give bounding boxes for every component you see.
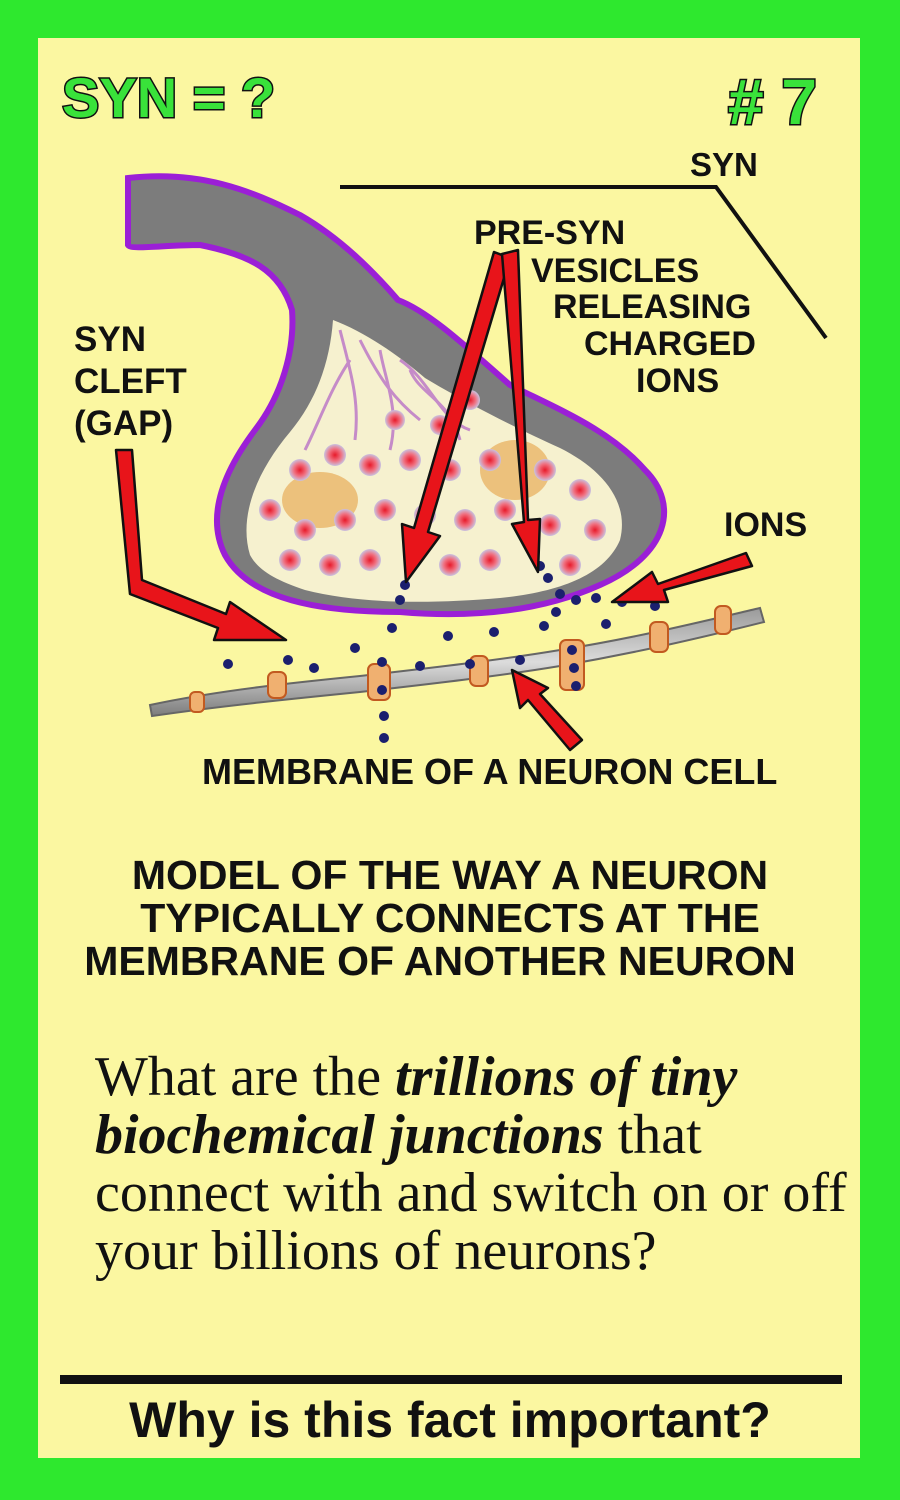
pointer-arrows: [114, 248, 754, 752]
vesicles-label-line-3: CHARGED: [584, 325, 756, 363]
syn-label: SYN: [690, 146, 758, 183]
question-text: What are the trillions of tiny biochemic…: [95, 1048, 855, 1280]
card-number-badge: # 7: [727, 66, 819, 138]
footer-divider: [60, 1375, 842, 1384]
diagram-caption-line-1: MODEL OF THE WAY A NEURON: [131, 852, 769, 898]
question-emphasis: trillions of tiny biochemical junctions: [95, 1046, 738, 1166]
vesicles-label-line-2: RELEASING: [553, 288, 752, 326]
cleft-label-line-3: (GAP): [74, 404, 174, 443]
cleft-label-line-2: CLEFT: [74, 362, 187, 401]
syn-bracket-line: [340, 185, 828, 340]
synapse-diagram: [114, 173, 828, 752]
vesicles-label-line-4: IONS: [636, 362, 720, 400]
ions-label: IONS: [724, 506, 808, 544]
card-title-badge: SYN = ?: [60, 66, 276, 129]
diagram-caption-line-2: TYPICALLY CONNECTS AT THE: [140, 895, 760, 941]
footer-prompt: Why is this fact important?: [129, 1392, 771, 1448]
pre-syn-label: PRE-SYN: [474, 214, 626, 252]
cleft-label-line-1: SYN: [74, 320, 146, 359]
question-part-2: that connect with and switch on or off y…: [95, 1104, 847, 1282]
fact-card: [38, 38, 860, 1458]
vesicles-label-line-1: VESICLES: [531, 252, 700, 290]
ion-particles: [223, 561, 660, 743]
membrane-label: MEMBRANE OF A NEURON CELL: [202, 751, 778, 792]
diagram-caption-line-3: MEMBRANE OF ANOTHER NEURON: [84, 938, 796, 984]
neuron-membrane: [148, 605, 766, 718]
question-part-1: What are the: [95, 1046, 396, 1108]
